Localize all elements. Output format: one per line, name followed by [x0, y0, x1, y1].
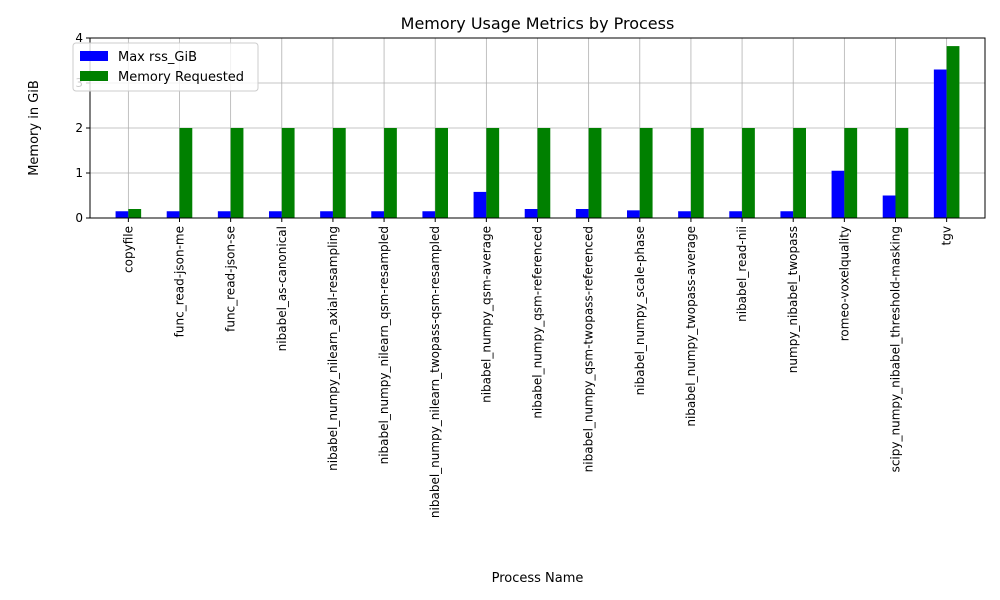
- bar-memory-requested: [639, 128, 653, 218]
- x-tick-label: scipy_numpy_nibabel_threshold-masking: [889, 226, 903, 472]
- bar-memory-requested: [230, 128, 244, 218]
- bar-max-rss: [780, 211, 794, 218]
- bar-max-rss: [524, 209, 538, 218]
- legend-box: [72, 42, 259, 92]
- x-tick-label: nibabel_numpy_scale-phase: [633, 226, 647, 395]
- bar-memory-requested: [537, 128, 551, 218]
- bar-memory-requested: [895, 128, 909, 218]
- bar-max-rss: [269, 211, 282, 218]
- y-tick-label: 4: [75, 31, 83, 45]
- x-tick-label: nibabel_numpy_nilearn_twopass-qsm-resamp…: [428, 226, 442, 518]
- legend: Max rss_GiB Memory Requested: [72, 42, 259, 92]
- bar-memory-requested: [793, 128, 806, 218]
- bar-max-rss: [422, 211, 436, 218]
- x-tick-label: numpy_nibabel_twopass: [786, 226, 800, 373]
- bar-max-rss: [831, 170, 845, 218]
- bar-memory-requested: [332, 128, 346, 218]
- x-tick-label: nibabel_as-canonical: [275, 226, 289, 351]
- bar-max-rss: [473, 191, 487, 218]
- x-tick-label: nibabel_numpy_qsm-referenced: [531, 226, 545, 419]
- chart-title: Memory Usage Metrics by Process: [401, 14, 675, 33]
- x-tick-label: nibabel_numpy_nilearn_axial-resampling: [326, 226, 340, 471]
- legend-label-max-rss: Max rss_GiB: [118, 50, 197, 65]
- bar-max-rss: [371, 211, 385, 218]
- y-tick-label: 1: [75, 166, 83, 180]
- x-tick-label: func_read-json-me: [173, 226, 187, 337]
- bar-max-rss: [575, 209, 589, 218]
- bar-max-rss: [933, 69, 947, 218]
- x-tick-label: romeo-voxelquality: [837, 226, 851, 341]
- bar-max-rss: [166, 211, 180, 218]
- x-tick-label: nibabel_numpy_nilearn_qsm-resampled: [377, 226, 391, 464]
- legend-swatch-max-rss: [80, 51, 108, 61]
- x-tick-label: copyfile: [121, 226, 135, 273]
- bar-memory-requested: [486, 128, 500, 218]
- legend-label-memory-requested: Memory Requested: [118, 70, 244, 85]
- legend-swatch-memory-requested: [80, 71, 108, 81]
- y-tick-label: 0: [75, 211, 83, 225]
- bar-max-rss: [320, 211, 333, 218]
- bar-max-rss: [678, 211, 691, 218]
- bar-max-rss: [115, 211, 129, 218]
- bars: [115, 46, 960, 218]
- bar-memory-requested: [179, 128, 193, 218]
- bar-memory-requested: [742, 128, 755, 218]
- x-axis-title: Process Name: [492, 571, 584, 586]
- x-axis-ticks: copyfile func_read-json-me func_read-json-…: [121, 218, 954, 518]
- bar-max-rss: [882, 195, 896, 218]
- bar-memory-requested: [690, 128, 704, 218]
- y-tick-label: 2: [75, 121, 83, 135]
- x-tick-label: nibabel_read-nii: [735, 226, 749, 322]
- y-axis-title: Memory in GiB: [27, 80, 42, 176]
- x-tick-label: nibabel_numpy_qsm-twopass-referenced: [582, 226, 596, 472]
- bar-memory-requested: [128, 209, 142, 218]
- bar-memory-requested: [844, 128, 858, 218]
- x-tick-label: nibabel_numpy_qsm-average: [479, 226, 493, 403]
- bar-max-rss: [627, 210, 640, 218]
- bar-memory-requested: [946, 46, 960, 218]
- bar-memory-requested: [281, 128, 295, 218]
- bar-memory-requested: [588, 128, 602, 218]
- bar-max-rss: [729, 211, 743, 218]
- x-tick-label: func_read-json-se: [224, 226, 238, 332]
- bar-memory-requested: [435, 128, 448, 218]
- x-tick-label: nibabel_numpy_twopass-average: [684, 226, 698, 427]
- bar-max-rss: [217, 211, 231, 218]
- x-tick-label: tgv: [940, 226, 954, 245]
- bar-memory-requested: [384, 128, 397, 218]
